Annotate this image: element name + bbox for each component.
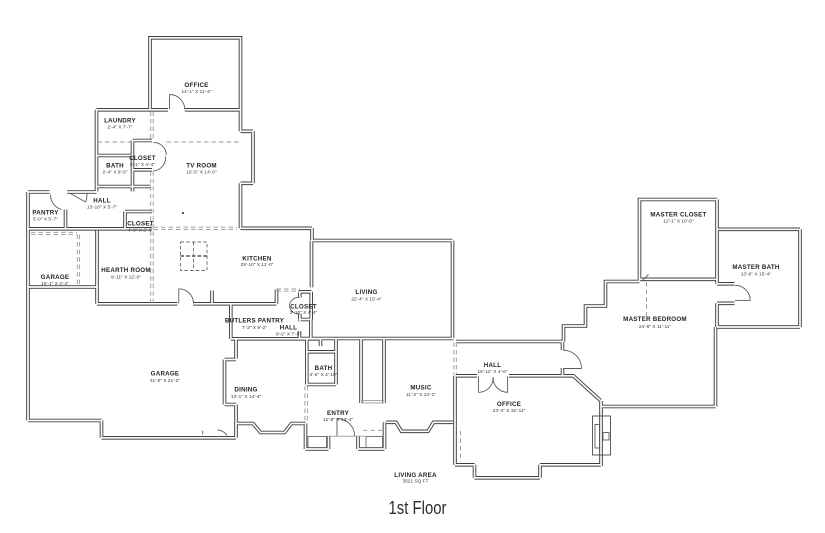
svg-text:OFFICE: OFFICE [497,401,521,408]
svg-text:11'-2" X 14'-1": 11'-2" X 14'-1" [406,392,436,397]
svg-text:LAUNDRY: LAUNDRY [104,118,136,125]
svg-text:LIVING AREA: LIVING AREA [394,472,437,479]
svg-text:12'-8" X 13'-4": 12'-8" X 13'-4" [323,417,354,422]
svg-text:KITCHEN: KITCHEN [242,256,272,263]
svg-text:OFFICE: OFFICE [184,82,208,89]
svg-text:CLOSET: CLOSET [290,304,317,311]
svg-text:4'-6" X 4'-10": 4'-6" X 4'-10" [310,372,338,377]
svg-text:MASTER BEDROOM: MASTER BEDROOM [623,316,687,323]
svg-text:10'-1" X 4'-4": 10'-1" X 4'-4" [41,281,69,286]
svg-text:12'-1" X 10'-0": 12'-1" X 10'-0" [663,219,694,224]
svg-text:23'-4" X 15'-11": 23'-4" X 15'-11" [493,408,526,413]
svg-text:5'-0" X 5'-7": 5'-0" X 5'-7" [33,217,58,222]
svg-text:2'-4" X 7'-7": 2'-4" X 7'-7" [107,125,132,130]
svg-text:ENTRY: ENTRY [327,410,350,417]
svg-text:1st Floor: 1st Floor [389,497,447,518]
svg-text:HALL: HALL [484,362,502,369]
svg-text:16'-5" X 14'-0": 16'-5" X 14'-0" [186,170,217,175]
svg-text:MUSIC: MUSIC [410,385,431,392]
svg-text:BUTLERS PANTRY: BUTLERS PANTRY [225,318,285,325]
svg-text:BATH: BATH [106,163,124,170]
svg-text:2'-4" X 9'-5": 2'-4" X 9'-5" [102,170,127,175]
svg-text:14'-1" X 11'-4": 14'-1" X 11'-4" [181,89,211,94]
svg-text:31'-0" X 21'-2": 31'-0" X 21'-2" [150,378,181,383]
svg-text:TV ROOM: TV ROOM [186,163,217,170]
svg-text:16'-11" X 4'-6": 16'-11" X 4'-6" [477,369,507,374]
svg-text:24'-8" X 11'-11": 24'-8" X 11'-11" [639,324,672,329]
svg-text:5'-1" X 4'-4": 5'-1" X 4'-4" [130,162,155,167]
svg-text:25'-10" X 11'-0": 25'-10" X 11'-0" [241,262,274,267]
svg-text:BATH: BATH [315,365,333,372]
svg-text:13'-0" X 15'-4": 13'-0" X 15'-4" [741,272,772,277]
svg-text:HALL: HALL [93,198,111,205]
svg-text:PANTRY: PANTRY [32,210,59,217]
svg-text:HEARTH ROOM: HEARTH ROOM [101,267,151,274]
svg-text:22'-4" X 15'-4": 22'-4" X 15'-4" [351,296,382,301]
svg-text:13'-10" X 5'-7": 13'-10" X 5'-7" [87,205,118,210]
svg-text:HALL: HALL [280,325,298,332]
svg-text:DINING: DINING [234,387,257,394]
svg-text:3'-10" X 4'-4": 3'-10" X 4'-4" [290,310,318,315]
svg-text:LIVING: LIVING [355,289,377,296]
svg-text:3521 SQ FT: 3521 SQ FT [402,479,428,484]
svg-text:9'-2" X 7'-5": 9'-2" X 7'-5" [276,332,301,337]
svg-text:7'-2" X 9'-2": 7'-2" X 9'-2" [242,325,267,330]
svg-text:CLOSET: CLOSET [129,155,156,162]
svg-text:MASTER CLOSET: MASTER CLOSET [650,212,706,219]
svg-text:9'-11" X 12'-0": 9'-11" X 12'-0" [111,275,141,280]
svg-text:13'-1" X 14'-4": 13'-1" X 14'-4" [231,394,262,399]
svg-text:GARAGE: GARAGE [151,371,180,378]
svg-text:4'-8" X 2'-0": 4'-8" X 2'-0" [128,228,153,233]
svg-text:GARAGE: GARAGE [41,274,70,281]
svg-text:CLOSET: CLOSET [127,221,154,228]
svg-text:MASTER BATH: MASTER BATH [732,264,780,271]
